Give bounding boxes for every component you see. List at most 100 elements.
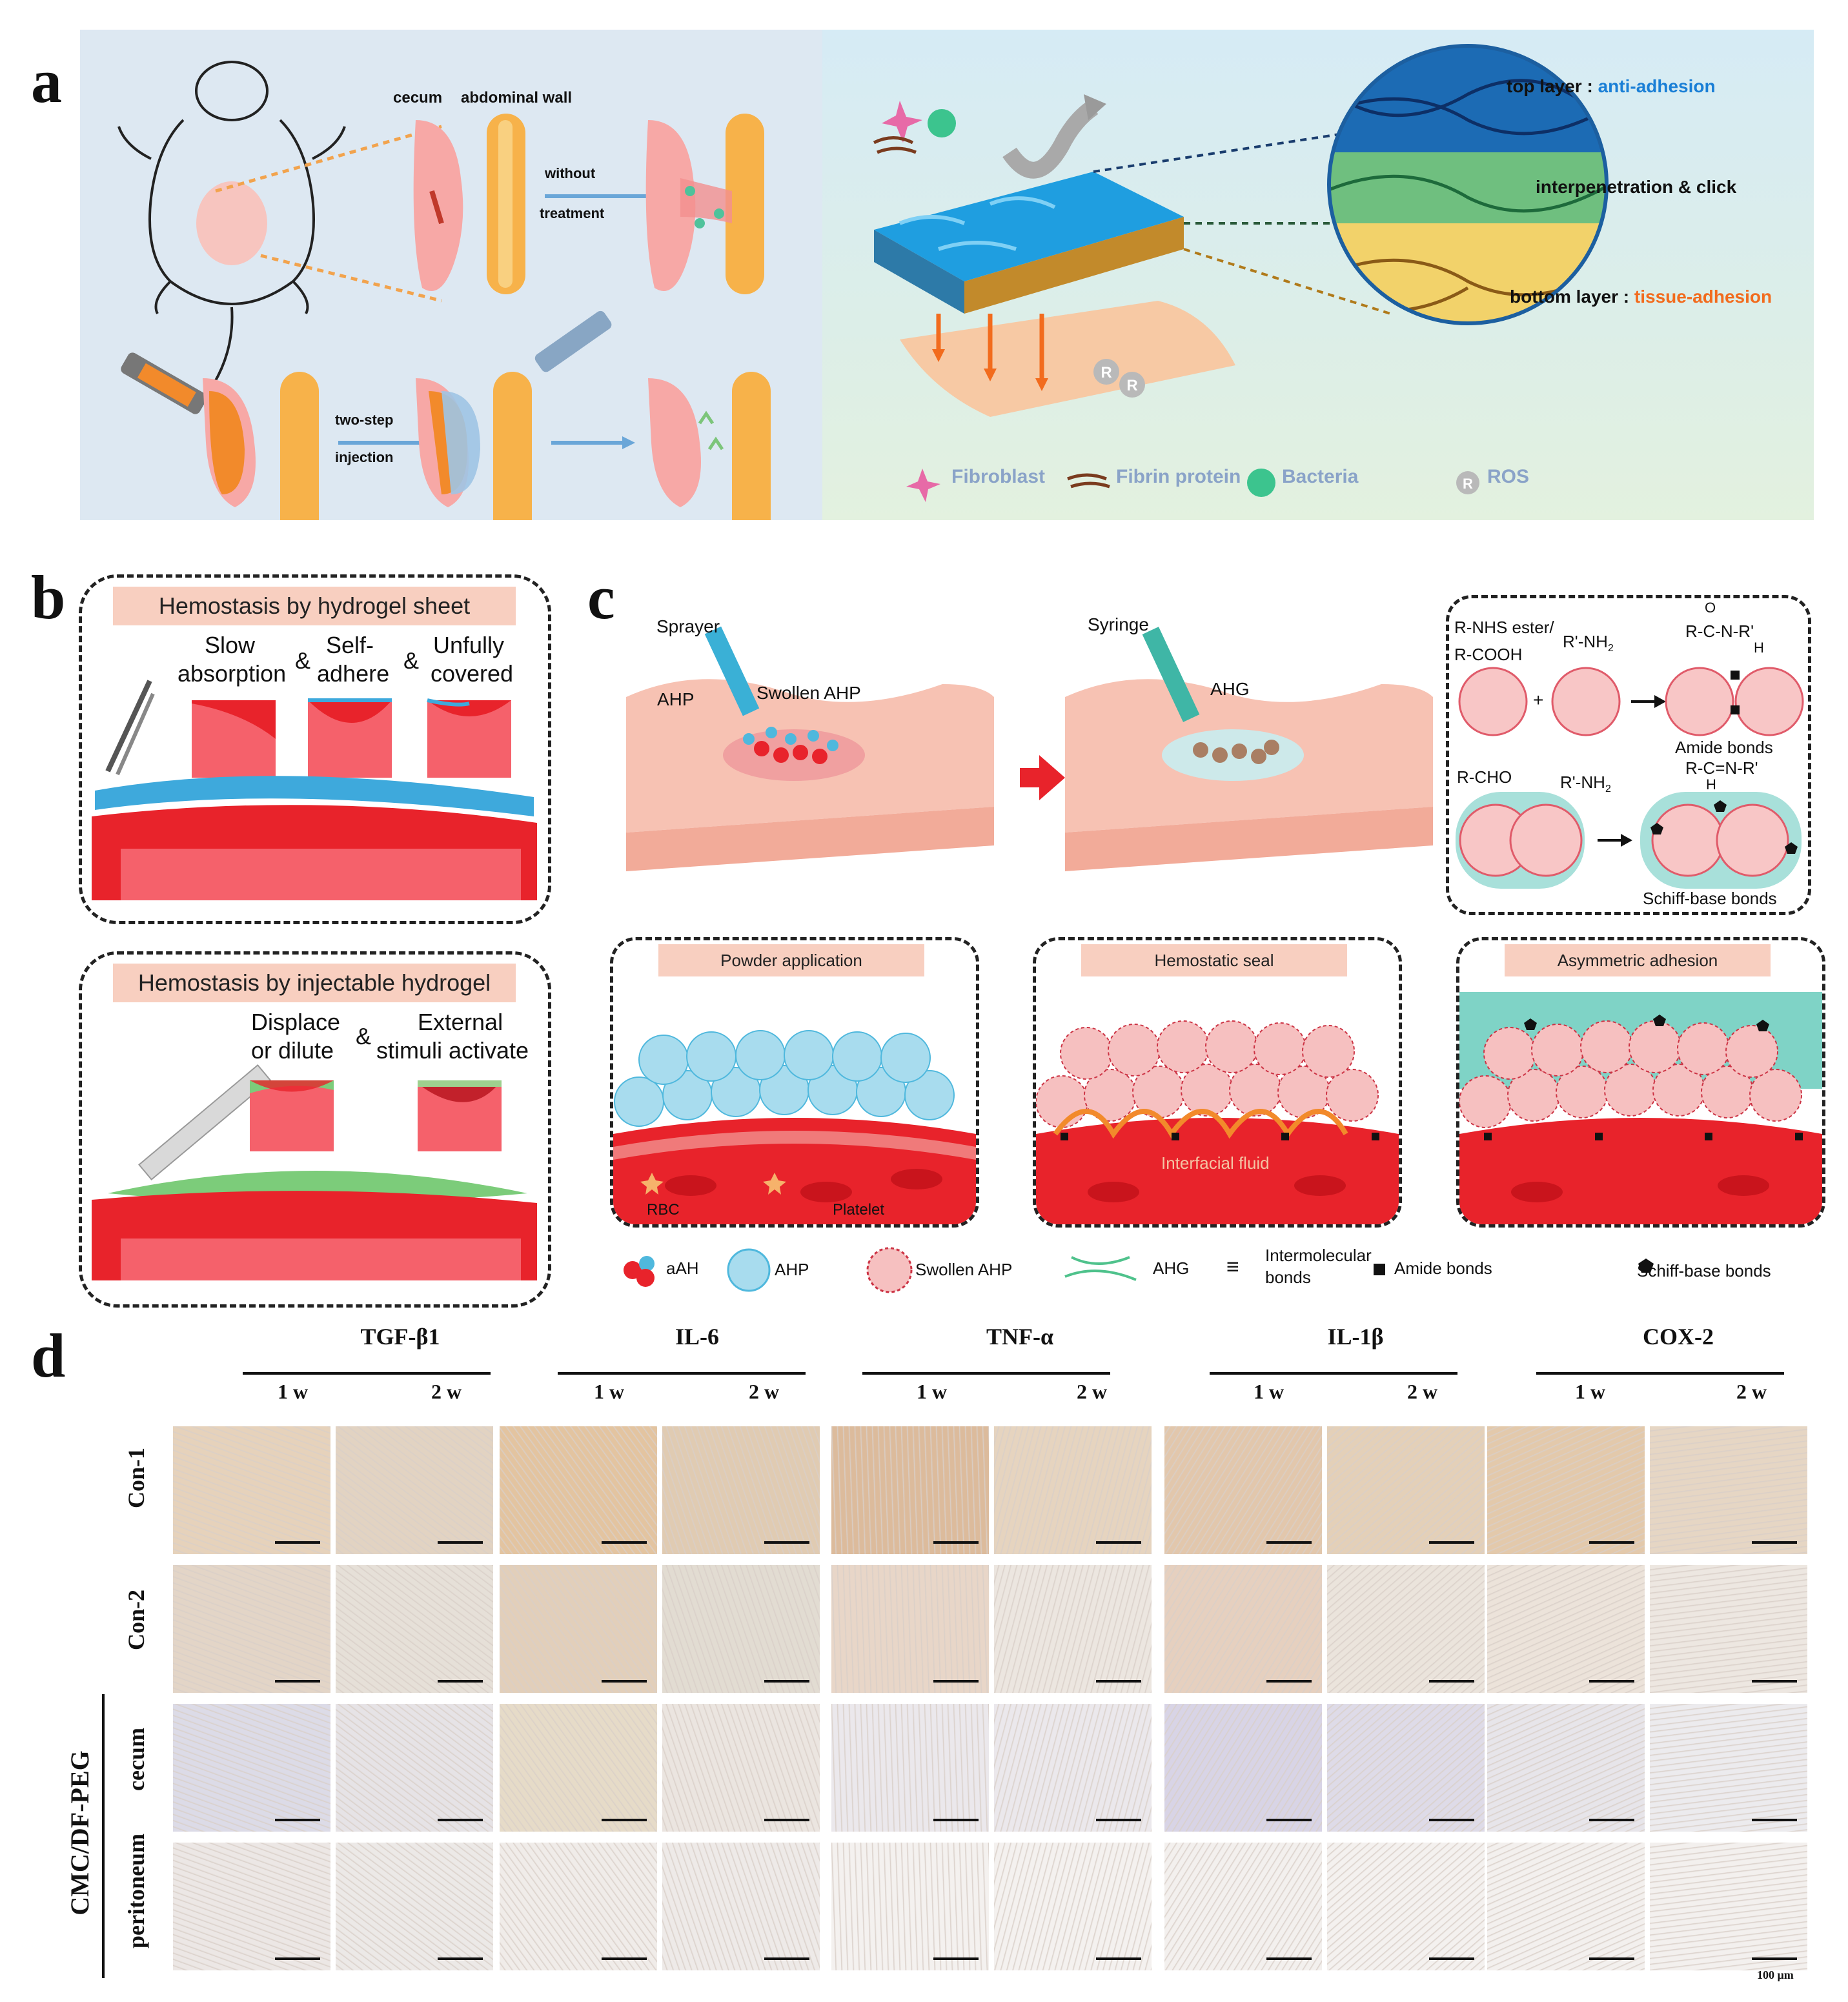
ihc-tile (1164, 1565, 1322, 1693)
syringe-icon-b (138, 1064, 271, 1181)
amp-1: & (295, 647, 311, 674)
powder-title: Powder application (658, 944, 924, 976)
ihc-tile (500, 1704, 657, 1832)
legend-ros-label: ROS (1487, 466, 1530, 487)
seal-illustration (1036, 1020, 1399, 1224)
scale-bar (933, 1541, 979, 1544)
week-label: 2 w (1407, 1380, 1438, 1403)
scale-bar (764, 1957, 809, 1960)
scale-bar (1589, 1957, 1634, 1960)
swollen-ahp-icon (866, 1247, 913, 1293)
ihc-tile (994, 1843, 1152, 1970)
ihc-tile (1487, 1704, 1645, 1832)
adhere-label: adhere (317, 660, 390, 687)
marker-underline-2 (558, 1372, 806, 1375)
marker-underline-3 (862, 1372, 1110, 1375)
scale-bar (1752, 1819, 1797, 1821)
panel-b-sheet-box: Hemostasis by hydrogel sheet Slow absorp… (79, 574, 551, 924)
fibrin-icon (873, 136, 917, 154)
cooh-label: R-COOH (1454, 645, 1523, 664)
scale-bar (1429, 1957, 1474, 1960)
ihc-tile (1487, 1565, 1645, 1693)
schiff-bond-icon (1638, 1259, 1654, 1273)
schiff-formula: R-C=N-R' (1685, 758, 1758, 778)
ihc-tile (336, 1704, 493, 1832)
syringe-icon-c (1142, 627, 1200, 722)
marker-header-il6: IL-6 (675, 1324, 719, 1350)
legend-schiff-bonds: Schiff-base bonds (1637, 1261, 1771, 1280)
platelet-label: Platelet (833, 1201, 885, 1218)
marker-header-cox2: COX-2 (1643, 1324, 1714, 1350)
group-bracket (102, 1694, 105, 1978)
scale-bar (438, 1957, 483, 1960)
ihc-tile (831, 1426, 989, 1554)
week-label: 2 w (1077, 1380, 1108, 1403)
injection-label: injection (335, 449, 394, 465)
ihc-tile (173, 1843, 330, 1970)
self-label: Self- (326, 632, 374, 658)
marker-underline-4 (1210, 1372, 1457, 1375)
ihc-tile (500, 1565, 657, 1693)
row-label-peritoneum: peritoneum (123, 1834, 149, 1948)
legend-fibrin-label: Fibrin protein (1116, 466, 1241, 487)
or-dilute-label: or dilute (251, 1037, 334, 1064)
rnh2-sub-1: 2 (1607, 643, 1614, 654)
rcho-label: R-CHO (1457, 767, 1512, 787)
marker-underline-5 (1536, 1372, 1784, 1375)
amide-formula: R-C-N-R' (1685, 622, 1754, 641)
scale-bar-label: 100 μm (1757, 1968, 1794, 1981)
scale-bar (1429, 1680, 1474, 1683)
ihc-tile (1487, 1426, 1645, 1554)
legend-ahp: AHP (775, 1260, 809, 1279)
ihc-tile (173, 1565, 330, 1693)
bacteria-icon (928, 109, 956, 137)
legend-swollen-ahp: Swollen AHP (915, 1260, 1013, 1279)
ihc-tile (1650, 1565, 1807, 1693)
marker-header-il1b: IL-1β (1327, 1324, 1384, 1350)
ihc-tile (1327, 1426, 1485, 1554)
aah-icon (624, 1256, 655, 1287)
panel-a-illustration-right: R R R (873, 44, 1609, 502)
interfacial-fluid-label: Interfacial fluid (1161, 1153, 1270, 1173)
week-label: 2 w (431, 1380, 462, 1403)
scale-bar (602, 1680, 647, 1683)
scale-bar (438, 1819, 483, 1821)
legend-ros-icon: R (1456, 471, 1479, 494)
top-layer-text: top layer : anti-adhesion (1507, 76, 1716, 97)
amp-3: & (356, 1023, 372, 1049)
scale-bar (1266, 1680, 1312, 1683)
row-label-con1: Con-1 (123, 1448, 149, 1509)
covered-label: covered (431, 660, 514, 687)
mouse-icon (117, 61, 346, 392)
legend-aah: aAH (666, 1259, 699, 1278)
scale-bar (1589, 1680, 1634, 1683)
scale-bar (1589, 1541, 1634, 1544)
ihc-tile (1327, 1843, 1485, 1970)
panel-a-illustration-left (117, 61, 771, 520)
legend-amide-bonds: Amide bonds (1394, 1259, 1492, 1278)
abdominal-wall-label: abdominal wall (461, 89, 573, 106)
panel-c-legend-icons (624, 1247, 1654, 1293)
scale-bar (1266, 1541, 1312, 1544)
ihc-tile (173, 1704, 330, 1832)
bottom-layer-text: bottom layer : tissue-adhesion (1510, 287, 1772, 307)
week-label: 1 w (1575, 1380, 1606, 1403)
schiff-bonds-label: Schiff-base bonds (1643, 889, 1777, 908)
scale-bar (1429, 1819, 1474, 1821)
top-layer-value: anti-adhesion (1598, 76, 1716, 96)
sheet-illustration (92, 680, 537, 900)
ahp-icon (727, 1248, 771, 1292)
absorption-label: absorption (178, 660, 287, 687)
ahg-icon (1064, 1256, 1137, 1281)
rnh2-text-2: R'-NH (1560, 773, 1605, 792)
sprayer-label: Sprayer (656, 616, 720, 636)
scale-bar (933, 1819, 979, 1821)
legend-fibroblast-label: Fibroblast (951, 466, 1046, 487)
syringe-icon-2 (534, 310, 612, 372)
carbonyl-o: O (1705, 600, 1716, 616)
amide-bonds-label: Amide bonds (1675, 738, 1773, 757)
marker-underline-1 (243, 1372, 491, 1375)
rnh2-label-2: R'-NH2 (1560, 773, 1611, 795)
amide-bond-icon (1374, 1264, 1385, 1275)
plus-sign: + (1533, 690, 1544, 710)
